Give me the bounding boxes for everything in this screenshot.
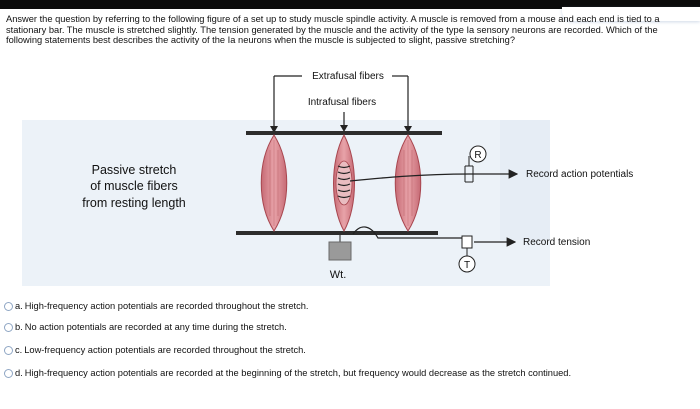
bottom-bar (236, 231, 438, 235)
muscle-spindle-figure: Extrafusal fibers Intrafusal fibers (0, 66, 700, 294)
label-weight: Wt. (330, 269, 347, 281)
spindle-capsule (335, 160, 353, 206)
option-a-radio[interactable] (4, 301, 13, 311)
option-d-radio[interactable] (4, 368, 13, 378)
top-bar (246, 131, 442, 135)
option-d-text: High-frequency action potentials are rec… (24, 368, 572, 378)
r-symbol: R (474, 150, 481, 161)
label-extrafusal: Extrafusal fibers (312, 71, 384, 82)
extrafusal-arrowhead-right (404, 126, 412, 133)
label-passive-stretch-2: of muscle fibers (90, 179, 178, 193)
muscle-right-striations (403, 140, 413, 226)
floating-tab (562, 7, 700, 21)
electrode-r (464, 156, 474, 183)
ia-nerve-fiber (349, 173, 471, 182)
label-passive-stretch-3: from resting length (82, 196, 186, 210)
background-tint-right (500, 120, 550, 240)
option-b-letter: b. (15, 322, 23, 332)
tension-transducer (461, 235, 473, 256)
option-b-text: No action potentials are recorded at any… (24, 322, 287, 332)
option-d[interactable]: d. High-frequency action potentials are … (4, 366, 571, 380)
option-a-letter: a. (15, 301, 23, 311)
label-intrafusal: Intrafusal fibers (308, 97, 376, 108)
option-c[interactable]: c. Low-frequency action potentials are r… (4, 343, 306, 357)
muscle-left-striations (269, 140, 279, 226)
tension-wire (352, 226, 464, 239)
option-a[interactable]: a. High-frequency action potentials are … (4, 299, 309, 313)
t-symbol: T (464, 260, 470, 271)
annulospiral-ending (337, 165, 351, 199)
question-text: Answer the question by referring to the … (6, 14, 660, 46)
t-symbol-circle (458, 255, 476, 273)
extrafusal-arrowhead-left (270, 126, 278, 133)
option-a-text: High-frequency action potentials are rec… (24, 301, 309, 311)
intrafusal-arrowhead (340, 125, 348, 132)
option-b-radio[interactable] (4, 322, 13, 332)
option-b[interactable]: b. No action potentials are recorded at … (4, 320, 287, 334)
option-c-letter: c. (15, 345, 23, 355)
label-record-ap: Record action potentials (526, 169, 633, 180)
option-c-text: Low-frequency action potentials are reco… (24, 345, 306, 355)
r-symbol-circle (469, 145, 487, 163)
option-c-radio[interactable] (4, 345, 13, 355)
weight-block (328, 241, 352, 261)
option-d-letter: d. (15, 368, 23, 378)
top-dark-strip (0, 0, 700, 9)
extrafusal-bracket (273, 75, 409, 129)
label-passive-stretch-1: Passive stretch (92, 163, 177, 177)
label-record-tension: Record tension (523, 237, 590, 248)
